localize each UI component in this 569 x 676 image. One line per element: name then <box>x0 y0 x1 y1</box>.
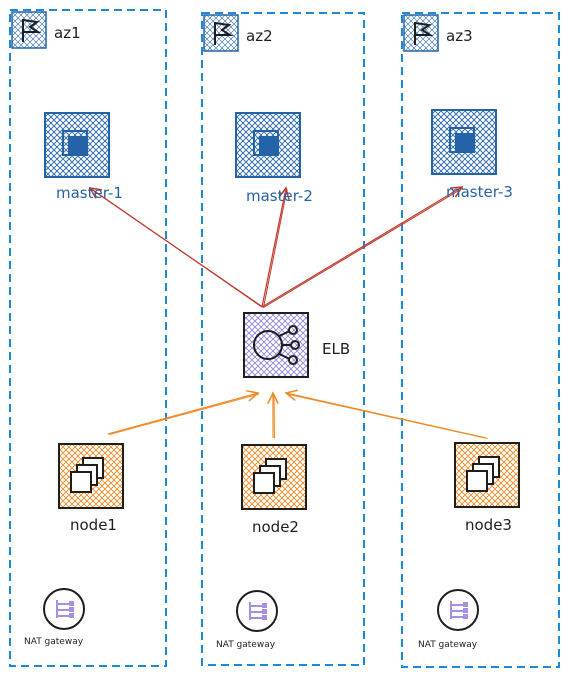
availability-zone-2: az2 <box>201 12 365 666</box>
arrow-node2-to-elb <box>267 391 279 439</box>
flag-icon <box>403 14 439 52</box>
arrow-node1-to-elb <box>107 390 260 435</box>
node-label: node1 <box>70 516 117 534</box>
master-node-3: master-3 <box>431 109 513 201</box>
arrow-elb-to-master-1 <box>88 187 264 308</box>
availability-zone-1: az1 <box>9 9 167 667</box>
zone-label: az3 <box>446 27 473 45</box>
nat-gateway-label: NAT gateway <box>24 637 84 647</box>
nat-gateway-icon[interactable] <box>236 590 278 632</box>
compute-instance-icon[interactable] <box>44 112 110 178</box>
master-label: master-3 <box>446 183 513 201</box>
nat-gateway-label: NAT gateway <box>216 640 276 650</box>
node-label: node3 <box>465 516 512 534</box>
arrow-elb-to-master-2 <box>261 186 290 308</box>
master-label: master-1 <box>56 184 123 202</box>
flag-icon <box>11 11 47 49</box>
node-label: node2 <box>252 518 299 536</box>
instances-icon[interactable] <box>454 442 520 508</box>
arrow-elb-to-master-3 <box>261 186 464 308</box>
nat-gateway-1: NAT gateway <box>24 588 85 647</box>
compute-instance-icon[interactable] <box>235 112 301 178</box>
availability-zone-3: az3 <box>401 12 560 668</box>
zone-label: az2 <box>246 27 273 45</box>
load-balancer-icon <box>253 325 300 365</box>
master-node-1: master-1 <box>44 112 123 202</box>
nat-gateway-icon[interactable] <box>437 589 479 631</box>
instances-icon[interactable] <box>58 443 124 509</box>
nat-gateway-icon[interactable] <box>43 588 85 630</box>
arrow-node3-to-elb <box>284 389 488 439</box>
worker-node-2: node2 <box>241 444 307 536</box>
nat-gateway-3: NAT gateway <box>418 589 479 650</box>
nat-gateway-label: NAT gateway <box>418 640 478 650</box>
elb-group: ELB <box>243 312 350 378</box>
elb-label: ELB <box>322 340 350 358</box>
zone-border[interactable] <box>201 12 365 666</box>
master-node-2: master-2 <box>235 112 313 205</box>
master-label: master-2 <box>246 187 313 205</box>
compute-instance-icon[interactable] <box>431 109 497 175</box>
worker-node-3: node3 <box>454 442 520 534</box>
zone-border[interactable] <box>401 12 560 668</box>
nat-gateway-2: NAT gateway <box>216 590 278 650</box>
zone-label: az1 <box>54 24 81 42</box>
worker-node-1: node1 <box>58 443 124 534</box>
flag-icon <box>203 14 239 52</box>
instances-icon[interactable] <box>241 444 307 510</box>
zone-border[interactable] <box>9 9 167 667</box>
